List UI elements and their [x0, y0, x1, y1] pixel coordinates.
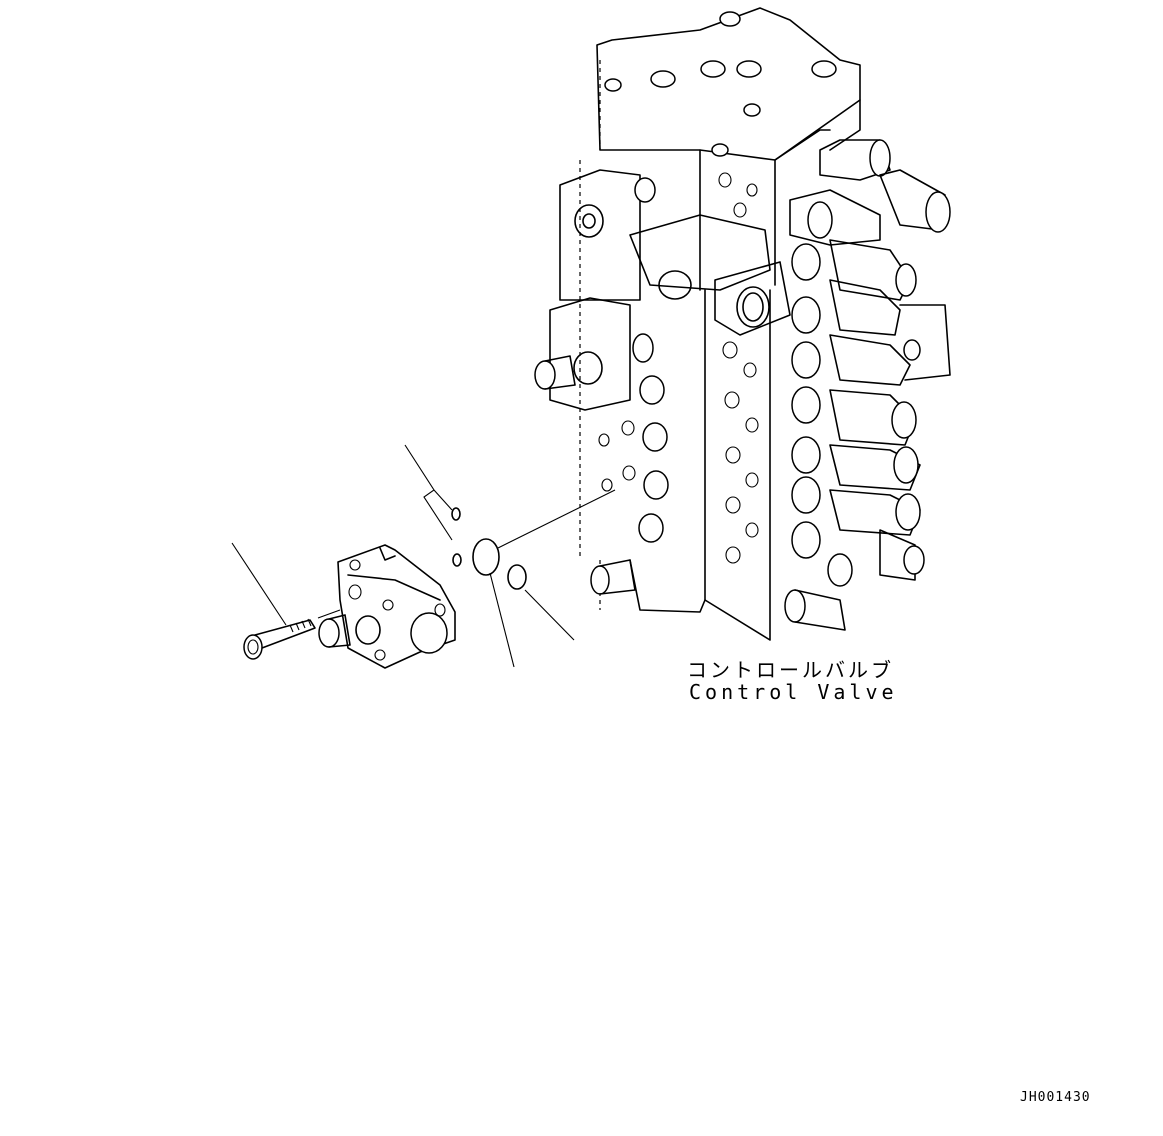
cover-subassembly: [318, 544, 456, 669]
left-port-group: [598, 177, 669, 543]
o-ring-parts: [451, 507, 527, 590]
drawing-id: JH001430: [1020, 1090, 1091, 1105]
part-name-japanese: コントロールバルブ: [687, 658, 894, 682]
column-hole-group: [718, 172, 759, 564]
medium-o-ring: [507, 564, 527, 590]
small-o-ring-lower: [452, 553, 462, 567]
control-valve-assembly: [534, 7, 951, 641]
part-name-english: Control Valve: [689, 680, 898, 704]
large-o-ring: [472, 538, 500, 576]
top-bolt-group: [604, 11, 837, 157]
leader-lines: [231, 444, 616, 668]
small-o-ring-upper: [451, 507, 461, 521]
spool-group: [789, 139, 951, 581]
bolt-part: [243, 609, 341, 660]
